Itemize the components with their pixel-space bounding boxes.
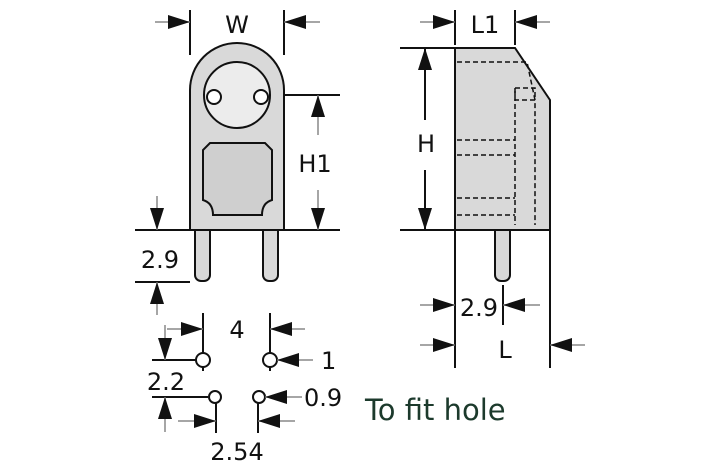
front-cutout [202,142,273,216]
dim-pin-length: 2.9 [141,246,179,274]
mounting-disc [203,61,271,129]
side-pin [494,224,511,282]
dim-h1: H1 [298,150,331,178]
fit-hole-note: To fit hole [364,393,506,427]
dim-pin-offset: 2.9 [460,294,498,322]
front-view: W H1 2.9 [135,10,340,315]
small-hole-right [252,390,266,404]
side-view: L1 H 2.9 L [400,10,585,368]
dim-l: L [498,336,512,364]
dim-row-offset: 2.2 [147,368,185,396]
hole-pattern: 4 1 2.2 2.54 0.9 [147,313,342,466]
hole-left [206,89,222,105]
large-hole-right [262,352,278,368]
side-body [454,47,551,231]
dim-l1: L1 [471,11,500,39]
dim-pitch-small: 2.54 [210,438,263,466]
hole-right [253,89,269,105]
large-hole-left [195,352,211,368]
dim-h: H [417,130,435,158]
dim-w: W [225,11,249,39]
dim-hole-small: 0.9 [304,384,342,412]
dim-hole-large: 1 [321,347,336,375]
right-pin [262,224,279,282]
left-pin [194,224,211,282]
small-hole-left [208,390,222,404]
dim-pitch-large: 4 [229,316,244,344]
